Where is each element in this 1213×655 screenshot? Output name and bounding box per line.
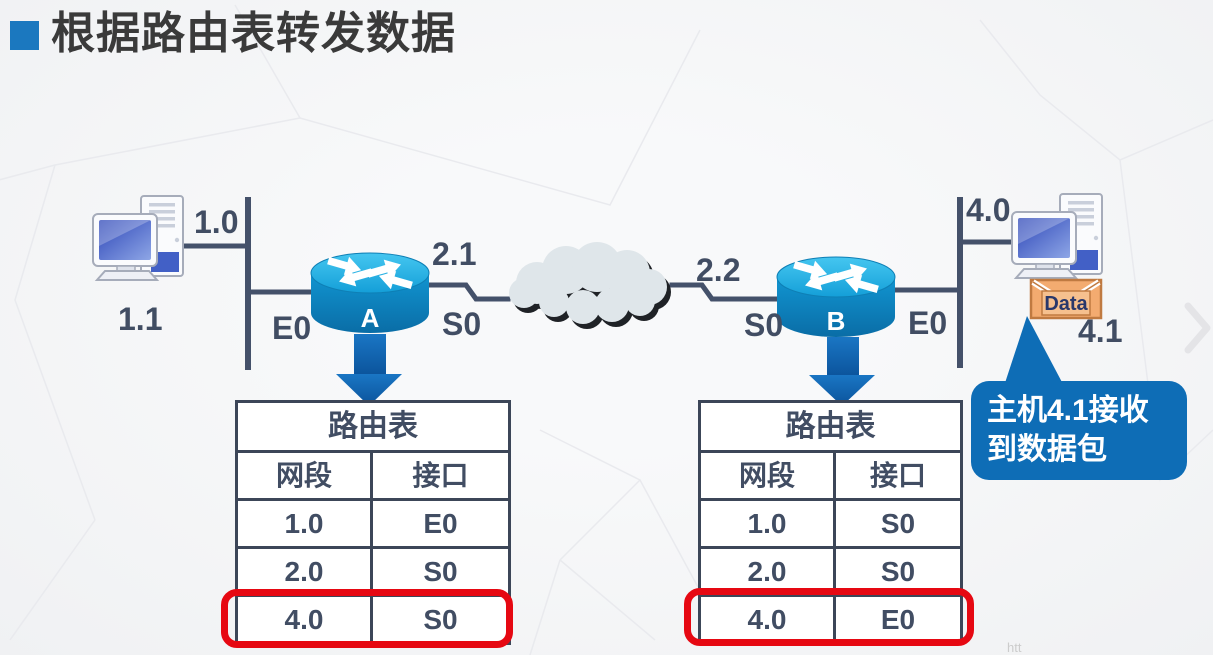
column-header-network: 网段	[238, 453, 373, 498]
cell-interface: E0	[880, 604, 916, 635]
highlight-route-4-0-table-a	[221, 589, 513, 648]
routing-table-b-header-row: 网段 接口	[701, 453, 960, 501]
routing-table-a: 路由表 网段 接口 1.0 E0 2.0 S0 4.0 S0	[235, 400, 511, 645]
callout-pointer	[1004, 316, 1064, 386]
table-row: 4.0 S0	[238, 597, 508, 642]
routing-table-b-title: 路由表	[701, 403, 960, 453]
host-1-1-label: 1.1	[118, 301, 163, 337]
title-bullet-icon	[10, 21, 39, 50]
router-a-table-arrow-icon	[336, 334, 402, 406]
cell-network: 4.0	[701, 597, 836, 642]
router-a-s0-label: S0	[442, 306, 482, 342]
watermark-text: htt	[1007, 640, 1022, 655]
table-row: 4.0 E0	[701, 597, 960, 642]
network-4-0-label: 4.0	[966, 192, 1011, 228]
callout-line-2: 到数据包	[987, 433, 1107, 466]
routing-table-a-header-row: 网段 接口	[238, 453, 508, 501]
cell-network: 1.0	[238, 501, 373, 546]
table-row: 1.0 S0	[701, 501, 960, 549]
router-a-e0-label: E0	[272, 310, 312, 346]
slide-header: 根据路由表转发数据	[10, 9, 456, 58]
cell-network: 2.0	[701, 549, 836, 594]
router-b-e0-label: E0	[908, 305, 948, 341]
router-a-icon	[310, 251, 430, 333]
routing-table-a-title: 路由表	[238, 403, 508, 453]
network-1-0-label: 1.0	[194, 204, 239, 240]
table-row: 1.0 E0	[238, 501, 508, 549]
cell-interface: S0	[423, 556, 458, 587]
cell-interface: E0	[423, 508, 458, 539]
table-row: 2.0 S0	[701, 549, 960, 597]
column-header-interface: 接口	[412, 460, 469, 491]
host-pc-left-icon	[92, 195, 184, 281]
router-a-name-label: A	[360, 303, 380, 333]
host-4-1-label: 4.1	[1078, 313, 1123, 349]
column-header-network: 网段	[701, 453, 836, 498]
wan-cloud-icon	[509, 242, 671, 329]
serial-link-b-line	[669, 282, 781, 302]
callout-host-received: 主机4.1接收 到数据包	[971, 381, 1187, 480]
router-b-name-label: B	[826, 306, 846, 336]
data-packet-label: Data	[1044, 293, 1088, 315]
column-header-interface: 接口	[869, 460, 926, 491]
routing-table-b: 路由表 网段 接口 1.0 S0 2.0 S0 4.0 E0	[698, 400, 963, 645]
cell-interface: S0	[880, 508, 916, 539]
cell-network: 1.0	[701, 501, 836, 546]
router-b-icon	[776, 255, 896, 337]
serial-2-2-label: 2.2	[696, 252, 741, 288]
router-b-s0-label: S0	[744, 307, 784, 343]
cell-interface: S0	[423, 604, 458, 635]
cell-network: 2.0	[238, 549, 373, 594]
callout-line-1: 主机4.1接收	[987, 394, 1149, 427]
router-b-table-arrow-icon	[809, 337, 875, 406]
cell-interface: S0	[880, 556, 916, 587]
page-title: 根据路由表转发数据	[51, 9, 456, 58]
next-chevron-icon[interactable]	[1184, 302, 1211, 354]
data-packet-envelope-icon	[1029, 278, 1103, 320]
serial-link-a-line	[425, 282, 511, 302]
highlight-route-4-0-table-b	[684, 588, 974, 646]
cell-network: 4.0	[238, 597, 373, 642]
background-mesh-pattern	[0, 4, 1213, 655]
serial-2-1-label: 2.1	[432, 236, 477, 272]
host-pc-right-icon	[1011, 193, 1103, 279]
